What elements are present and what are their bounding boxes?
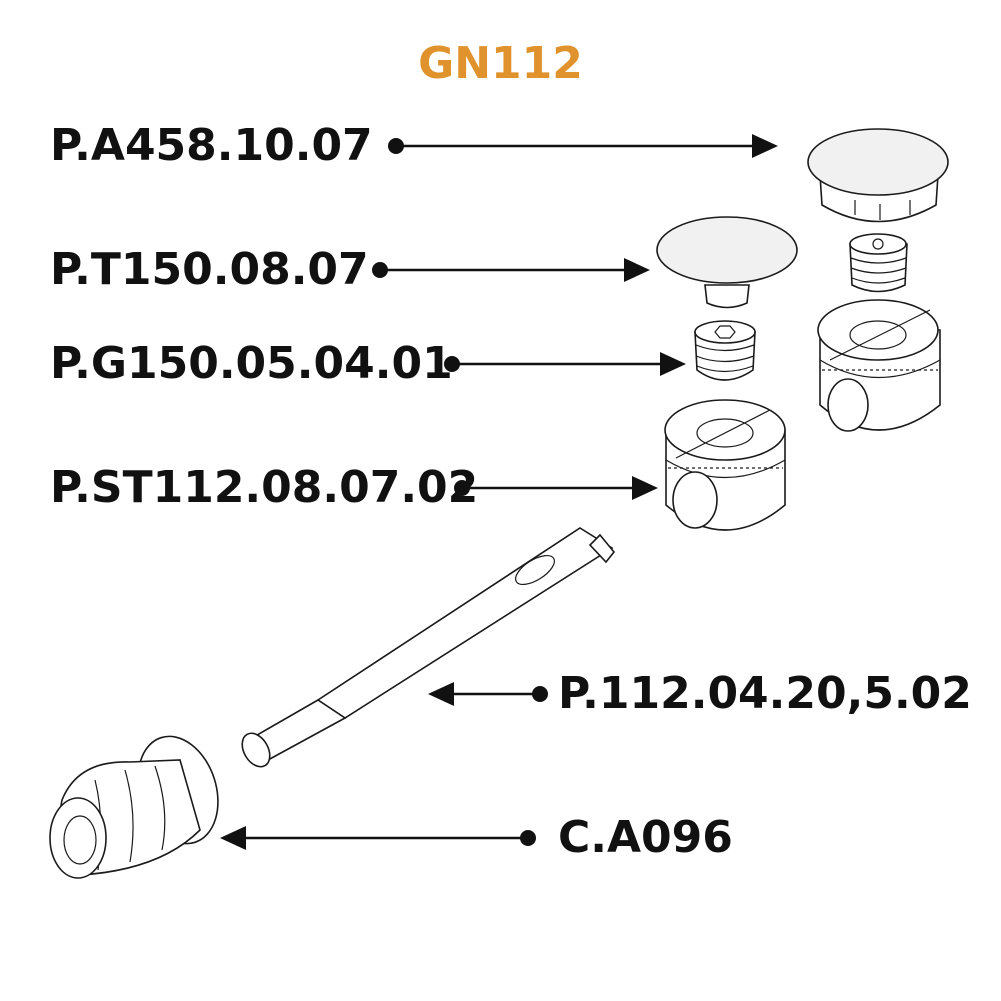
label-c-a096: C.A096 [558,812,733,863]
right-cam-barrel-part [817,299,941,432]
label-p-t150: P.T150.08.07 [50,244,369,295]
threaded-insert-part [49,735,219,879]
cam-barrel-part [664,399,786,531]
medium-cap-part [656,216,798,309]
leader-g150 [444,352,686,376]
leader-st112 [454,476,658,500]
diagram-title: GN112 [418,38,583,89]
label-p-g150: P.G150.05.04.01 [50,338,453,389]
right-screw-part [849,233,908,293]
label-p-a458: P.A458.10.07 [50,120,373,171]
label-p-112: P.112.04.20,5.02 [558,668,972,719]
leader-112 [428,682,548,706]
leader-a458 [388,134,778,158]
label-p-st112: P.ST112.08.07.02 [50,462,479,513]
leader-a096 [220,826,536,850]
grub-screw-part [694,320,756,381]
leader-t150 [372,258,650,282]
large-cap-part [807,128,949,223]
connecting-bolt-part [241,527,616,768]
